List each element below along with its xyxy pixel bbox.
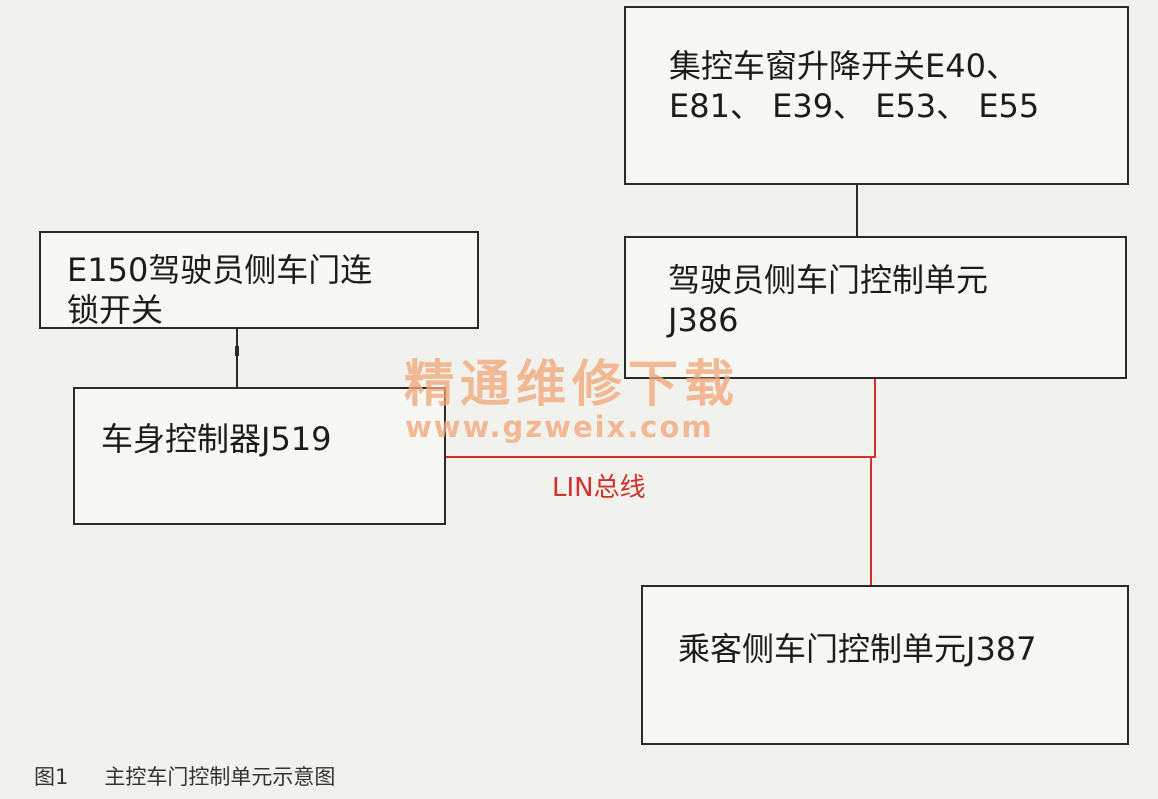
connector-tick-mark — [235, 346, 239, 356]
window-switch-group-line1: 集控车窗升降开关E40、 — [669, 47, 1018, 85]
j386-driver-door-unit-box: 驾驶员侧车门控制单元 J386 — [624, 236, 1127, 379]
figure-number: 图1 — [34, 765, 69, 789]
j519-body-controller-label: 车身控制器J519 — [101, 419, 441, 459]
j519-line1: 车身控制器J519 — [101, 420, 332, 458]
lin-bus-line — [446, 379, 876, 458]
window-switch-group-line2: E81、 E39、 E53、 E55 — [669, 87, 1040, 125]
e150-line2: 锁开关 — [67, 291, 164, 329]
lin-bus-label: LIN总线 — [552, 473, 646, 503]
j387-passenger-door-unit-box: 乘客侧车门控制单元J387 — [641, 585, 1129, 745]
window-switch-group-box: 集控车窗升降开关E40、 E81、 E39、 E53、 E55 — [624, 6, 1129, 185]
j386-line1: 驾驶员侧车门控制单元 — [668, 261, 989, 299]
j386-driver-door-unit-label: 驾驶员侧车门控制单元 J386 — [668, 260, 1108, 340]
j387-line1: 乘客侧车门控制单元J387 — [678, 630, 1037, 668]
figure-caption: 图1 主控车门控制单元示意图 — [34, 764, 335, 790]
e150-lock-switch-box: E150驾驶员侧车门连 锁开关 — [39, 231, 479, 329]
e150-lock-switch-label: E150驾驶员侧车门连 锁开关 — [67, 250, 467, 330]
j386-line2: J386 — [668, 301, 739, 339]
j519-body-controller-box: 车身控制器J519 — [73, 387, 446, 525]
e150-line1: E150驾驶员侧车门连 — [67, 251, 373, 289]
window-switch-group-label: 集控车窗升降开关E40、 E81、 E39、 E53、 E55 — [669, 46, 1109, 126]
j387-passenger-door-unit-label: 乘客侧车门控制单元J387 — [678, 629, 1118, 669]
figure-caption-text: 主控车门控制单元示意图 — [104, 765, 336, 789]
